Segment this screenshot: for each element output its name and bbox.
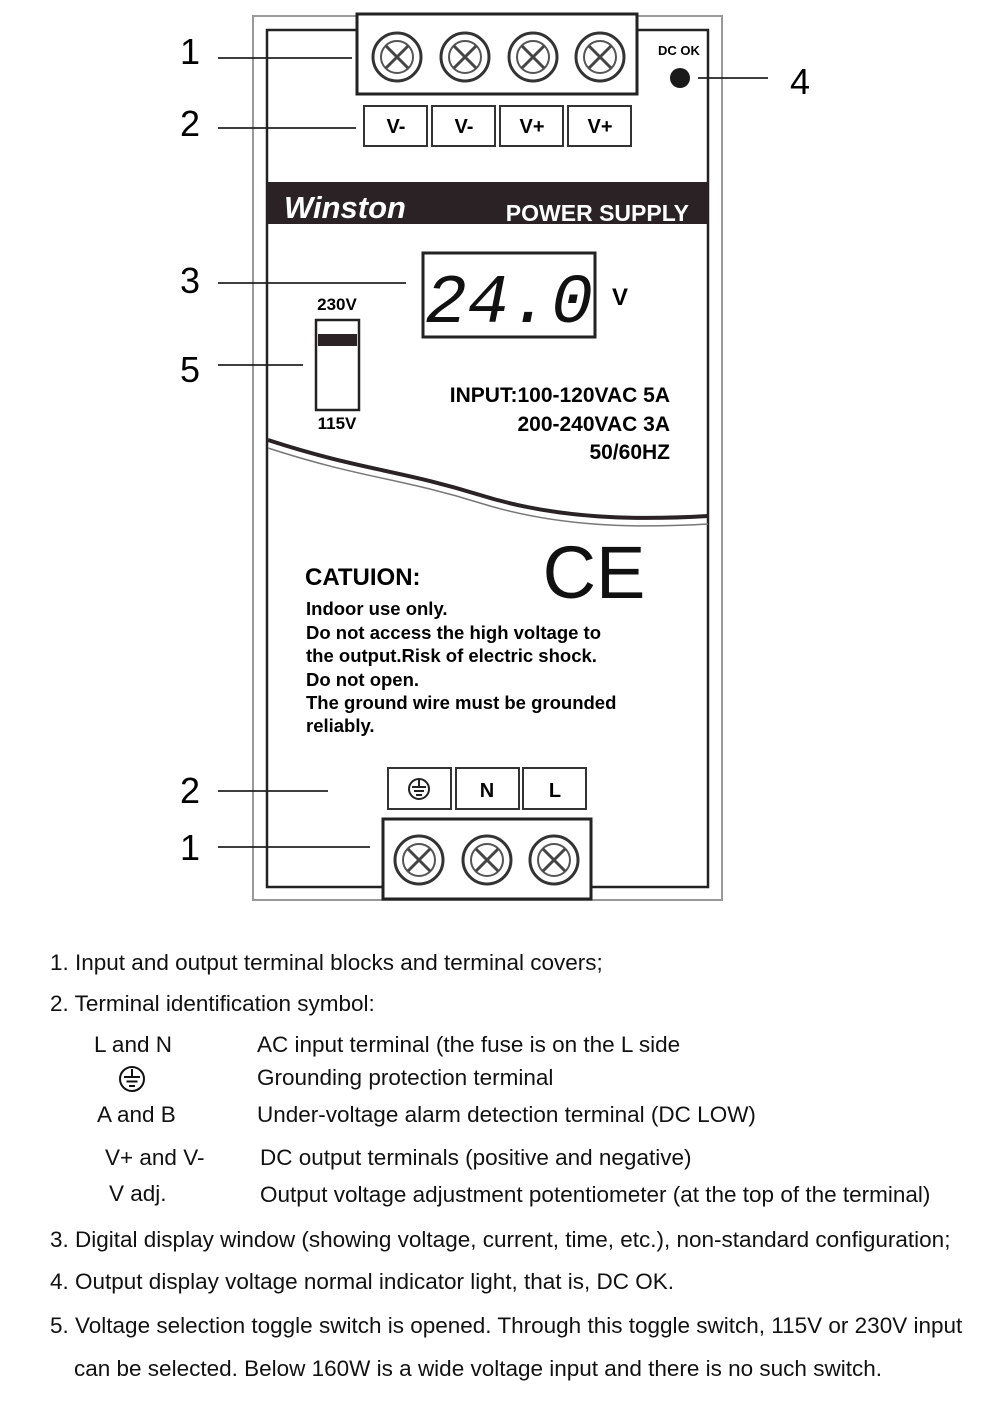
callout-number: 5 — [180, 349, 200, 390]
legend-item-4: 4. Output display voltage normal indicat… — [50, 1269, 675, 1294]
terminal-label: N — [480, 780, 494, 802]
terminal-label: V+ — [587, 116, 612, 138]
dc-ok-label: DC OK — [658, 43, 701, 58]
dc-ok-led-icon — [670, 68, 690, 88]
housing-inner — [265, 28, 710, 889]
panel-divider-shadow — [267, 447, 709, 527]
caution-line: Do not open. — [306, 669, 419, 690]
input-terminal-labels: N L — [387, 767, 587, 810]
screw-icon — [507, 31, 559, 83]
legend-desc: Output voltage adjustment potentiometer … — [260, 1182, 931, 1207]
callout-number: 1 — [180, 827, 200, 868]
screw-icon — [371, 31, 423, 83]
legend-item-1: 1. Input and output terminal blocks and … — [50, 950, 603, 975]
legend-item-5-continued: can be selected. Below 160W is a wide vo… — [74, 1356, 882, 1381]
product-title: POWER SUPPLY — [506, 200, 689, 226]
switch-high-label: 230V — [317, 295, 357, 314]
legend-item-5: 5. Voltage selection toggle switch is op… — [50, 1313, 963, 1338]
terminal-label: L — [549, 780, 561, 802]
power-supply-diagram: V- V- V+ V+ DC OK Winston POWER SUPPLY 2… — [180, 12, 810, 901]
legend-term: A and B — [97, 1102, 176, 1127]
screw-icon — [461, 834, 513, 886]
output-terminal-labels: V- V- V+ V+ — [363, 105, 632, 147]
switch-low-label: 115V — [318, 414, 357, 433]
legend-desc: DC output terminals (positive and negati… — [260, 1145, 692, 1170]
ground-icon — [117, 1064, 147, 1100]
panel-divider — [267, 438, 709, 520]
callout-number: 3 — [180, 260, 200, 301]
callout-number: 2 — [180, 770, 200, 811]
input-rating-line: 200-240VAC 3A — [517, 413, 670, 436]
caution-line: reliably. — [306, 715, 375, 736]
display-unit: V — [612, 284, 628, 311]
bottom-terminal-block — [381, 817, 593, 901]
legend-item-3: 3. Digital display window (showing volta… — [50, 1227, 951, 1252]
input-rating-line: INPUT:100-120VAC 5A — [450, 384, 670, 407]
switch-slider — [318, 334, 357, 346]
terminal-label: V- — [387, 116, 406, 138]
display-value: 24.0 — [425, 265, 593, 344]
ce-mark: CE — [543, 531, 646, 614]
callouts: 1 2 3 4 5 2 1 — [180, 31, 810, 868]
caution-line: Do not access the high voltage to — [306, 622, 601, 643]
terminal-label: V- — [455, 116, 474, 138]
legend-desc: Grounding protection terminal — [257, 1065, 554, 1090]
legend-item-2: 2. Terminal identification symbol: — [50, 991, 375, 1016]
legend-term: L and N — [94, 1032, 172, 1057]
legend-term: V adj. — [109, 1181, 167, 1206]
caution-line: Indoor use only. — [306, 598, 448, 619]
input-rating-line: 50/60HZ — [589, 441, 670, 464]
top-terminal-block — [355, 12, 639, 96]
terminal-label: V+ — [519, 116, 544, 138]
caution-line: The ground wire must be grounded — [306, 692, 616, 713]
callout-number: 2 — [180, 103, 200, 144]
brand-bar — [267, 182, 708, 224]
screw-icon — [439, 31, 491, 83]
screw-icon — [393, 834, 445, 886]
voltage-switch — [314, 318, 361, 412]
screw-icon — [574, 31, 626, 83]
caution-title: CATUION: — [305, 564, 421, 591]
legend-desc: Under-voltage alarm detection terminal (… — [257, 1102, 756, 1127]
digital-display — [421, 251, 597, 339]
legend-term: V+ and V- — [105, 1145, 205, 1170]
callout-number: 1 — [180, 31, 200, 72]
legend-desc: AC input terminal (the fuse is on the L … — [257, 1032, 681, 1057]
brand-logo: Winston — [284, 190, 406, 225]
callout-number: 4 — [790, 61, 810, 102]
caution-line: the output.Risk of electric shock. — [306, 645, 597, 666]
legend: 1. Input and output terminal blocks and … — [0, 930, 1000, 1410]
screw-icon — [528, 834, 580, 886]
ground-icon — [408, 778, 430, 800]
